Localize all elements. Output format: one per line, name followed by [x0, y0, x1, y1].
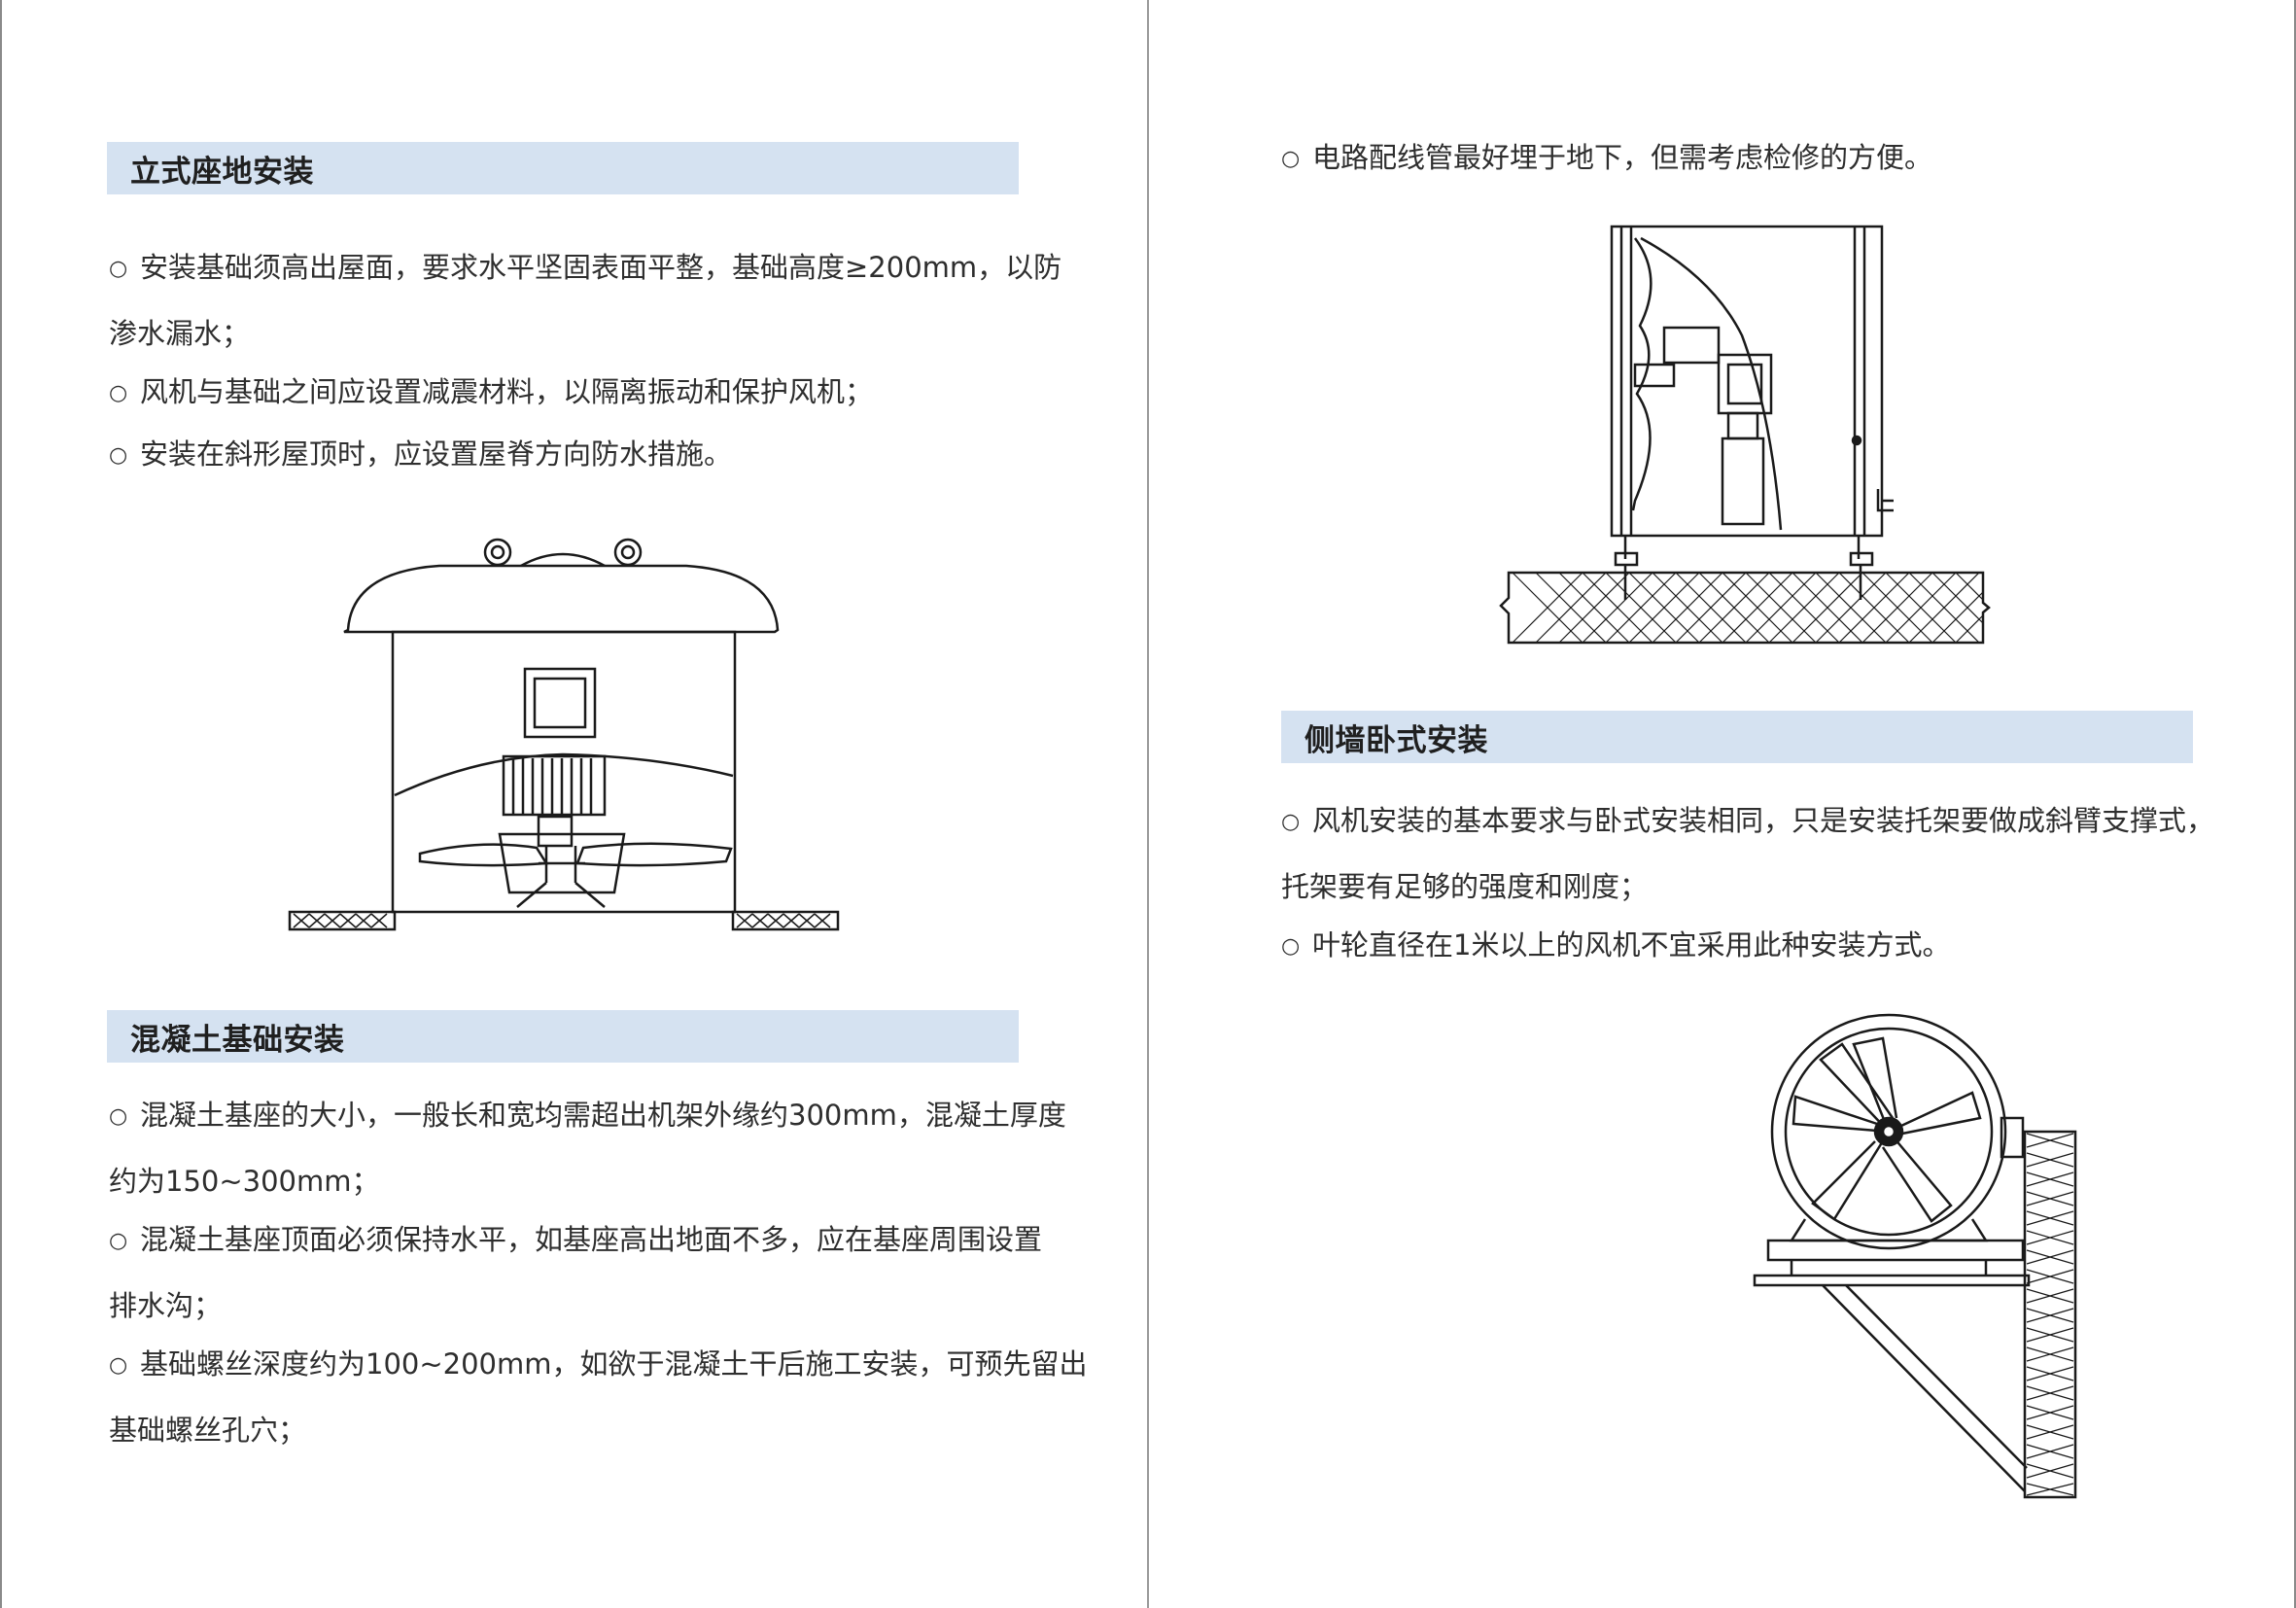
- list-item: ○ 混凝土基座的大小，一般长和宽均需超出机架外缘约300mm，混凝土厚度 约为15…: [109, 1084, 1066, 1212]
- item-text: 叶轮直径在1米以上的风机不宜采用此种安装方式。: [1312, 928, 1951, 961]
- section-header-concrete-base-install: 混凝土基础安装: [107, 1010, 1019, 1063]
- item-text-continued: 托架要有足够的强度和刚度；: [1281, 870, 1649, 903]
- left-page: 立式座地安装 ○ 安装基础须高出屋面，要求水平坚固表面平整，基础高度≥200mm，…: [0, 0, 1147, 1608]
- bullet-icon: ○: [1281, 934, 1301, 959]
- item-text: 电路配线管最好埋于地下，但需考虑检修的方便。: [1312, 141, 1933, 174]
- item-text: 混凝土基座的大小，一般长和宽均需超出机架外缘约300mm，混凝土厚度: [140, 1099, 1066, 1132]
- item-text: 安装在斜形屋顶时，应设置屋脊方向防水措施。: [140, 437, 733, 471]
- list-item: ○ 混凝土基座顶面必须保持水平，如基座高出地面不多，应在基座周围设置 排水沟；: [109, 1208, 1042, 1337]
- item-text: 风机安装的基本要求与卧式安装相同，只是安装托架要做成斜臂支撑式，: [1312, 804, 2215, 837]
- section-title: 立式座地安装: [130, 154, 314, 190]
- item-text: 基础螺丝深度约为100~200mm，如欲于混凝土干后施工安装，可预先留出: [140, 1347, 1088, 1381]
- list-item: ○ 基础螺丝深度约为100~200mm，如欲于混凝土干后施工安装，可预先留出 基础…: [109, 1333, 1088, 1461]
- bullet-icon: ○: [109, 257, 128, 281]
- list-item: ○ 风机与基础之间应设置减震材料，以隔离振动和保护风机；: [109, 361, 873, 427]
- section-title: 侧墙卧式安装: [1305, 722, 1488, 758]
- item-text: 风机与基础之间应设置减震材料，以隔离振动和保护风机；: [140, 375, 874, 408]
- bullet-icon: ○: [109, 1104, 128, 1129]
- item-text-continued: 渗水漏水；: [109, 317, 251, 350]
- list-item: ○ 安装在斜形屋顶时，应设置屋脊方向防水措施。: [109, 423, 732, 489]
- section-title: 混凝土基础安装: [130, 1022, 345, 1058]
- list-item: ○ 安装基础须高出屋面，要求水平坚固表面平整，基础高度≥200mm，以防 渗水漏水…: [109, 236, 1061, 365]
- item-text-continued: 基础螺丝孔穴；: [109, 1414, 307, 1447]
- right-page: ○ 电路配线管最好埋于地下，但需考虑检修的方便。: [1147, 0, 2296, 1608]
- section-header-side-wall-horizontal-install: 侧墙卧式安装: [1281, 711, 2193, 763]
- bullet-icon: ○: [1281, 810, 1301, 834]
- item-text: 安装基础须高出屋面，要求水平坚固表面平整，基础高度≥200mm，以防: [140, 251, 1062, 284]
- section-header-vertical-floor-install: 立式座地安装: [107, 142, 1019, 194]
- bullet-icon: ○: [109, 1229, 128, 1253]
- list-item: ○ 风机安装的基本要求与卧式安装相同，只是安装托架要做成斜臂支撑式， 托架要有足够…: [1281, 789, 2214, 918]
- bullet-icon: ○: [109, 381, 128, 405]
- roof-fan-floor-mount-drawing: [284, 533, 848, 941]
- bullet-icon: ○: [1281, 147, 1301, 171]
- wall-bracket-fan-drawing: [1562, 1011, 2106, 1507]
- list-item: ○ 叶轮直径在1米以上的风机不宜采用此种安装方式。: [1281, 914, 1950, 980]
- item-text-continued: 排水沟；: [109, 1289, 223, 1322]
- item-text-continued: 约为150~300mm；: [109, 1165, 380, 1198]
- bullet-icon: ○: [109, 1353, 128, 1378]
- bullet-icon: ○: [109, 443, 128, 468]
- list-item: ○ 电路配线管最好埋于地下，但需考虑检修的方便。: [1281, 126, 1932, 192]
- axial-fan-concrete-base-drawing: [1489, 219, 1995, 647]
- item-text: 混凝土基座顶面必须保持水平，如基座高出地面不多，应在基座周围设置: [140, 1223, 1043, 1256]
